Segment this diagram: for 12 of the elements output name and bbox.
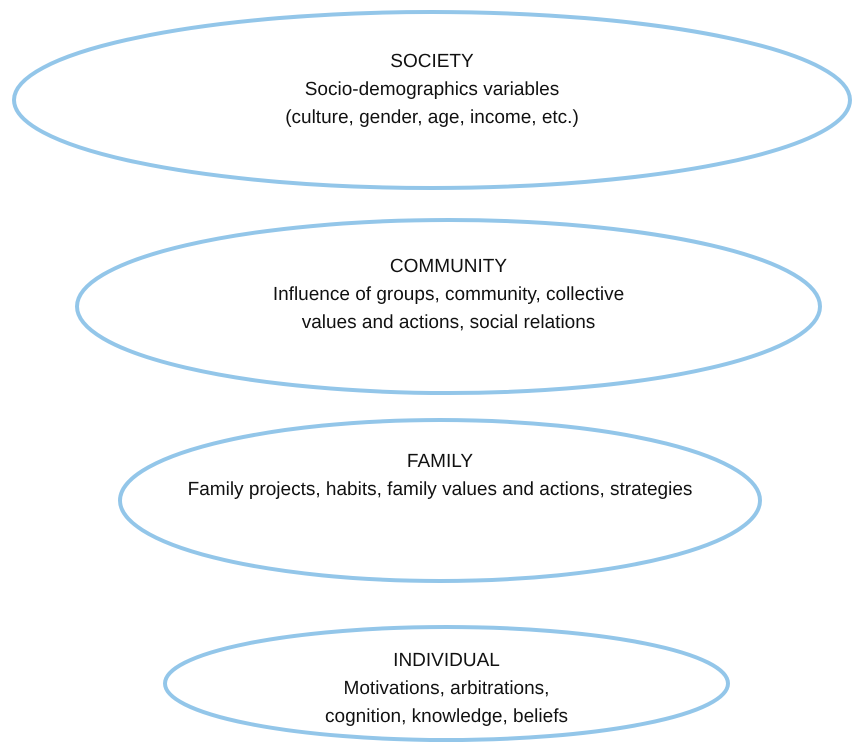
layer-heading: COMMUNITY: [390, 255, 508, 279]
ellipse-node: [12, 10, 852, 190]
ellipse-node: [163, 625, 730, 742]
layer-description: Family projects, habits, family values and actions, strategies: [188, 478, 692, 502]
layer-description: Motivations, arbitrations, cognition, knowledge, beliefs: [324, 677, 569, 729]
layer-description: Socio-demographics variables (culture, gender, age, income, etc.): [284, 78, 580, 130]
ellipse-node: [118, 418, 762, 583]
layer-heading: INDIVIDUAL: [393, 649, 500, 673]
layer-description: Influence of groups, community, collective values and actions, social relations: [272, 283, 626, 335]
layer-heading: SOCIETY: [390, 50, 474, 74]
layer-heading: FAMILY: [406, 450, 474, 474]
ellipse-node: [75, 218, 822, 395]
